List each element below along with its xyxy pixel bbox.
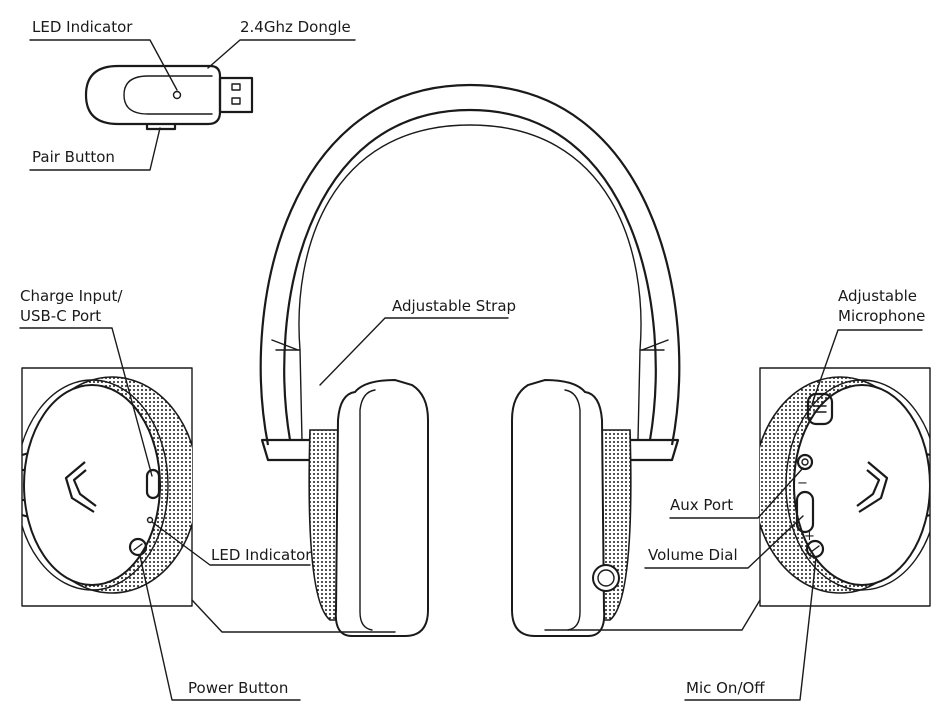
label-led-indicator-earcup: LED Indicator (211, 546, 312, 564)
label-adjustable-mic-line1: Adjustable (838, 287, 917, 305)
label-aux-port: Aux Port (670, 496, 734, 514)
headset-drawing (259, 83, 681, 637)
volume-minus-mark: − (797, 476, 808, 491)
dongle-leader-lines (29, 39, 356, 171)
label-charge-input-line1: Charge Input/ (20, 287, 123, 305)
left-earcup-detail (21, 367, 193, 607)
volume-plus-mark: + (804, 529, 815, 544)
right-leader-lines (544, 329, 923, 701)
label-volume-dial: Volume Dial (648, 546, 738, 564)
strap-leader-line (319, 317, 509, 386)
label-adjustable-strap: Adjustable Strap (392, 297, 517, 315)
dongle-led-dot (172, 90, 182, 100)
right-earcup-detail (759, 367, 931, 607)
label-mic-on-off: Mic On/Off (686, 679, 765, 697)
label-power-button: Power Button (188, 679, 289, 697)
left-leader-lines (19, 327, 396, 701)
label-pair-button: Pair Button (32, 148, 115, 166)
label-led-indicator-dongle: LED Indicator (32, 18, 133, 36)
label-charge-input-line2: USB-C Port (20, 307, 102, 325)
label-adjustable-mic-line2: Microphone (838, 307, 926, 325)
dongle-drawing (84, 64, 254, 131)
label-dongle: 2.4Ghz Dongle (240, 18, 351, 36)
